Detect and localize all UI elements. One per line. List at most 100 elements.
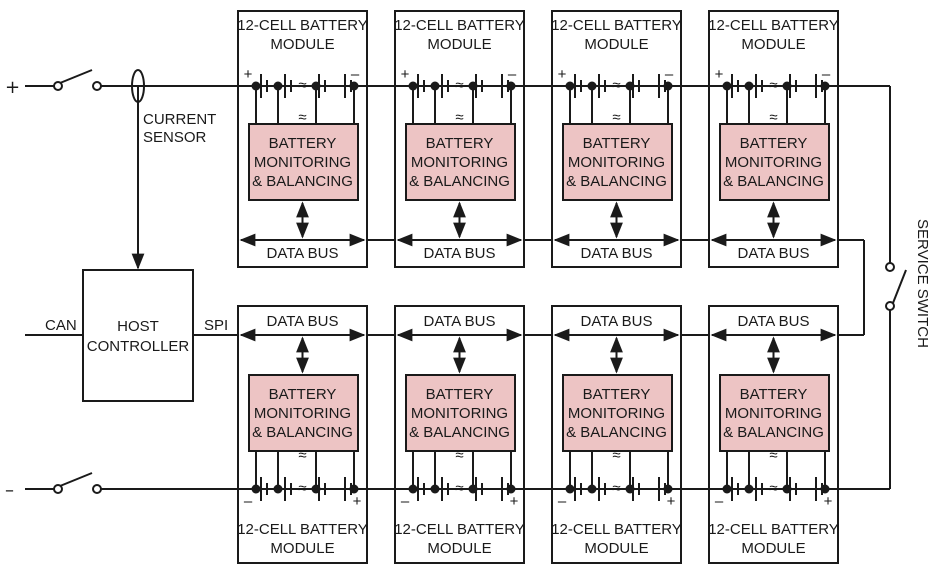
can-label: CAN [45,317,77,334]
module-title-line1: 12-CELL BATTERY [394,521,525,538]
service-switch [885,262,907,311]
monitor-label-line1: BATTERY [740,135,808,152]
module-title-line2: MODULE [270,36,334,53]
module-title-line1: 12-CELL BATTERY [237,17,368,34]
monitoring-chip [405,123,516,201]
monitoring-chip [248,123,359,201]
bottom-battery-module-3: 12-CELL BATTERYMODULE+–≈BATTERYMONITORIN… [551,305,682,564]
monitor-label-line2: MONITORING [411,405,508,422]
sense-ellipsis: ≈ [298,109,306,126]
current-sensor-ring [131,69,145,103]
plus-terminal: + [353,493,362,510]
monitor-label-line2: MONITORING [568,405,665,422]
host-controller-box [82,269,194,402]
spi-label: SPI [204,317,228,334]
monitoring-chip [719,123,830,201]
minus-terminal-label: – [5,480,14,501]
module-title-line1: 12-CELL BATTERY [708,521,839,538]
plus-terminal: + [401,66,410,83]
monitor-label-line3: & BALANCING [566,424,667,441]
data-bus-label: DATA BUS [267,245,339,262]
minus-terminal: – [665,66,674,83]
module-title-line2: MODULE [741,36,805,53]
positive-input-switch [53,69,102,91]
module-title-line1: 12-CELL BATTERY [551,521,682,538]
module-title-line2: MODULE [584,36,648,53]
module-title-line1: 12-CELL BATTERY [237,521,368,538]
ellipsis-squiggle: ≈ [298,77,306,94]
module-title-line1: 12-CELL BATTERY [708,17,839,34]
minus-terminal: – [558,493,567,510]
module-title-line2: MODULE [427,540,491,557]
host-controller-label-line2: CONTROLLER [87,338,190,355]
monitor-label-line3: & BALANCING [566,173,667,190]
top-battery-module-1: 12-CELL BATTERY MODULE + – ≈ BATTERY MONITORIN… [237,10,368,268]
top-battery-module-2: 12-CELL BATTERYMODULE+–≈BATTERYMONITORIN… [394,10,525,268]
bottom-battery-module-1: 12-CELL BATTERY MODULE + – ≈ BATTERY MONITORIN… [237,305,368,564]
monitor-label-line3: & BALANCING [723,173,824,190]
plus-terminal: + [824,493,833,510]
top-battery-module-3: 12-CELL BATTERYMODULE+–≈BATTERYMONITORIN… [551,10,682,268]
monitoring-chip [405,374,516,452]
data-bus-label: DATA BUS [738,245,810,262]
minus-terminal: – [244,493,253,510]
current-sensor-label-line2: SENSOR [143,129,207,146]
data-bus-label: DATA BUS [738,313,810,330]
ellipsis-squiggle: ≈ [455,77,463,94]
monitor-label-line1: BATTERY [269,386,337,403]
sense-ellipsis: ≈ [455,447,463,464]
data-bus-label: DATA BUS [267,313,339,330]
monitor-label-line3: & BALANCING [723,424,824,441]
sense-ellipsis: ≈ [298,447,306,464]
monitor-label-line2: MONITORING [725,405,822,422]
minus-terminal: – [351,66,360,83]
monitor-label-line3: & BALANCING [252,424,353,441]
bottom-battery-module-4: 12-CELL BATTERY MODULE + – ≈ BATTERY MONITORIN… [708,305,839,564]
minus-terminal: – [508,66,517,83]
data-bus-label: DATA BUS [424,245,496,262]
ellipsis-squiggle: ≈ [612,77,620,94]
monitor-label-line1: BATTERY [583,386,651,403]
monitor-label-line2: MONITORING [254,405,351,422]
minus-terminal: – [822,66,831,83]
monitor-label-line1: BATTERY [269,135,337,152]
plus-terminal: + [510,493,519,510]
plus-terminal-label: + [5,77,20,98]
monitor-label-line2: MONITORING [725,154,822,171]
plus-terminal: + [558,66,567,83]
main-wiring [25,85,891,490]
bottom-battery-module-2: 12-CELL BATTERYMODULE+–≈BATTERYMONITORIN… [394,305,525,564]
top-battery-module-4: 12-CELL BATTERY MODULE + – ≈ BATTERY MONITORIN… [708,10,839,268]
monitor-label-line3: & BALANCING [409,424,510,441]
service-switch-label: SERVICE SWITCH [914,219,931,348]
module-title-line2: MODULE [427,36,491,53]
sense-ellipsis: ≈ [769,109,777,126]
ellipsis-squiggle: ≈ [612,480,620,497]
plus-terminal: + [715,66,724,83]
monitoring-chip [248,374,359,452]
sense-ellipsis: ≈ [769,447,777,464]
module-title-line2: MODULE [270,540,334,557]
monitor-label-line1: BATTERY [426,386,494,403]
monitor-label-line1: BATTERY [740,386,808,403]
minus-terminal: – [715,493,724,510]
ellipsis-squiggle: ≈ [298,480,306,497]
ellipsis-squiggle: ≈ [455,480,463,497]
module-title-line2: MODULE [584,540,648,557]
current-sensor-label-line1: CURRENT [143,111,216,128]
module-title-line1: 12-CELL BATTERY [551,17,682,34]
monitor-label-line1: BATTERY [426,135,494,152]
battery-modules: 12-CELL BATTERY MODULE + – ≈ BATTERY MONITORIN… [237,10,839,564]
data-bus-label: DATA BUS [581,245,653,262]
module-title-line2: MODULE [741,540,805,557]
sense-ellipsis: ≈ [612,447,620,464]
plus-terminal: + [244,66,253,83]
host-controller-label-line1: HOST [117,318,159,335]
sense-ellipsis: ≈ [455,109,463,126]
monitor-label-line2: MONITORING [254,154,351,171]
sense-ellipsis: ≈ [612,109,620,126]
monitor-label-line3: & BALANCING [252,173,353,190]
monitor-label-line3: & BALANCING [409,173,510,190]
negative-input-switch [53,472,102,494]
